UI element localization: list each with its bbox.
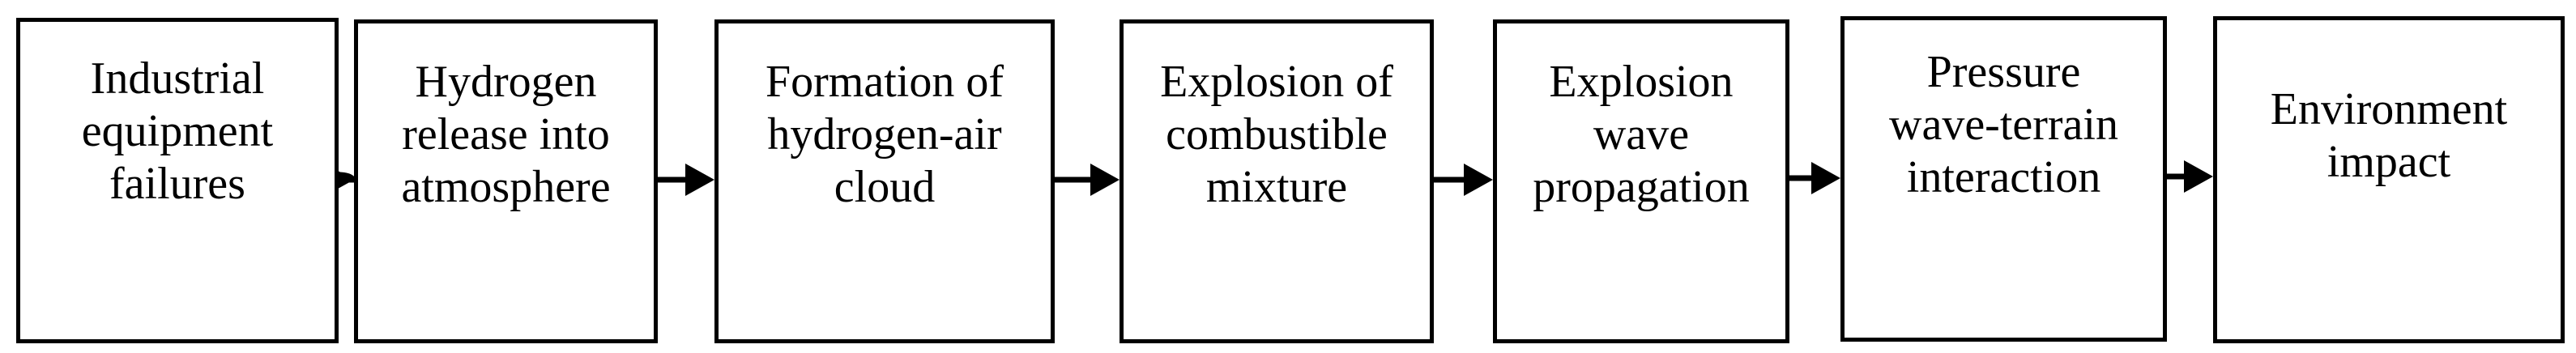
arrow-head [685,164,714,196]
arrow-head [1090,164,1120,196]
step-label: Formation of hydrogen-air cloud [766,57,1004,212]
step-label: Pressure wave-terrain interaction [1889,47,2118,202]
step-box-mixture-explosion: Explosion of combustible mixture [1120,19,1434,343]
step-box-wave-propagation: Explosion wave propagation [1493,19,1789,343]
arrow-4 [1434,164,1493,196]
arrow-5 [1789,162,1840,194]
arrow-6 [2167,160,2213,193]
arrow-2 [658,164,714,196]
step-box-equipment-failures: Industrial equipment failures [16,18,339,343]
step-box-terrain-interaction: Pressure wave-terrain interaction [1840,16,2167,342]
step-label: Environment impact [2270,84,2508,187]
step-box-hydrogen-release: Hydrogen release into atmosphere [354,19,658,343]
arrow-head [1811,162,1840,194]
step-box-environment-impact: Environment impact [2213,16,2565,343]
arrow-3 [1055,164,1120,196]
step-label: Explosion of combustible mixture [1160,57,1393,212]
step-label: Industrial equipment failures [81,53,274,209]
step-label: Hydrogen release into atmosphere [401,57,611,212]
step-box-cloud-formation: Formation of hydrogen-air cloud [714,19,1055,343]
arrow-head [2184,160,2213,193]
arrow-head [1464,164,1493,196]
step-label: Explosion wave propagation [1533,57,1750,212]
